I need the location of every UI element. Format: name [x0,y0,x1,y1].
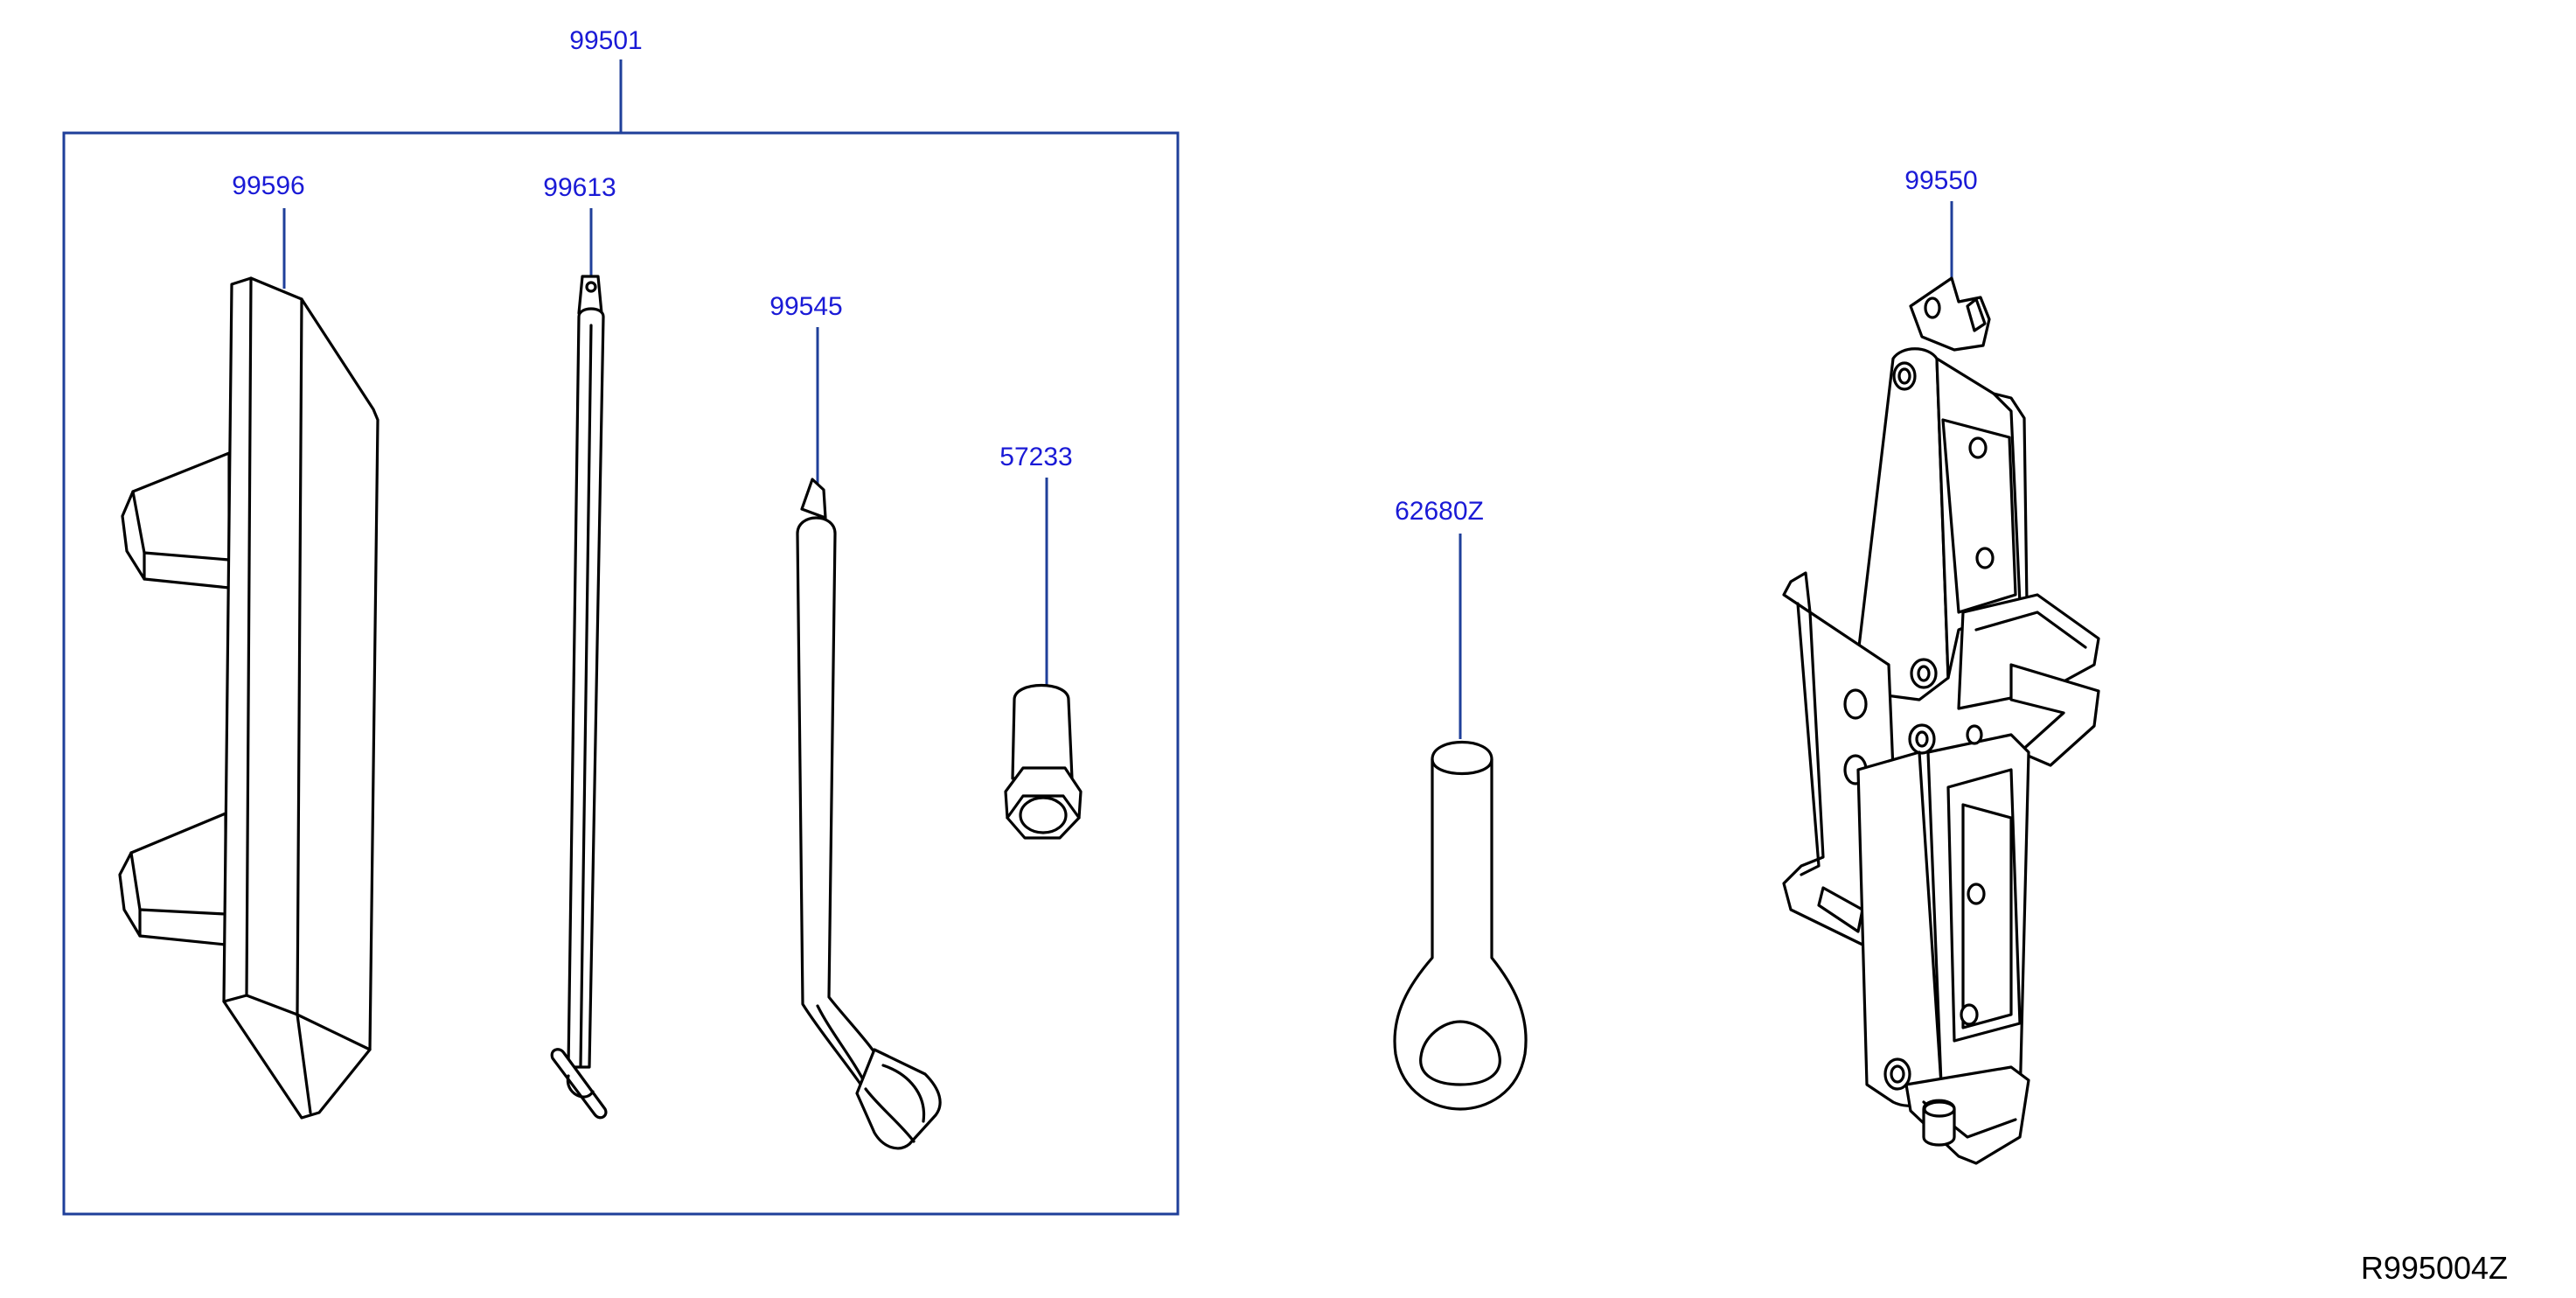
tow-hook-part[interactable]: 62680Z [1393,497,1528,1111]
lock-nut-adapter-callout[interactable]: 57233 [999,443,1072,471]
scissor-jack-base [1904,1065,2030,1165]
jack-handle-part[interactable]: 99613 [543,173,616,1120]
tow-hook-callout[interactable]: 62680Z [1395,497,1484,526]
lock-nut-adapter-part[interactable]: 57233 [999,443,1083,840]
lug-wrench-shaft [796,516,887,1093]
tool-kit-callout[interactable]: 99501 [569,26,642,55]
scissor-jack-upper-arm [1852,347,1950,701]
lug-wrench-tip [800,478,827,520]
scissor-jack-saddle [1909,276,1991,352]
scissor-jack-lower-arm [1856,750,1943,1107]
tool-kit-group: 99501 [62,26,1180,1216]
lug-wrench-socket [855,1048,942,1150]
tow-hook-eye [1419,1020,1501,1086]
illustration-reference-code: R995004Z [2361,1250,2508,1286]
lug-wrench-callout[interactable]: 99545 [769,292,842,321]
wheel-chock-part[interactable]: 99596 [118,171,379,1120]
lock-nut-adapter-barrel [1011,684,1074,780]
scissor-jack-part[interactable]: 99550 [1782,166,2100,1165]
lug-wrench-part[interactable]: 99545 [769,292,942,1150]
wheel-chock-callout[interactable]: 99596 [232,171,304,200]
jack-handle-callout[interactable]: 99613 [543,173,616,202]
scissor-jack-callout[interactable]: 99550 [1904,166,1977,195]
jack-handle-crossbar [550,1048,608,1120]
wheel-chock-body [222,276,379,1120]
tow-hook-body [1393,741,1528,1111]
